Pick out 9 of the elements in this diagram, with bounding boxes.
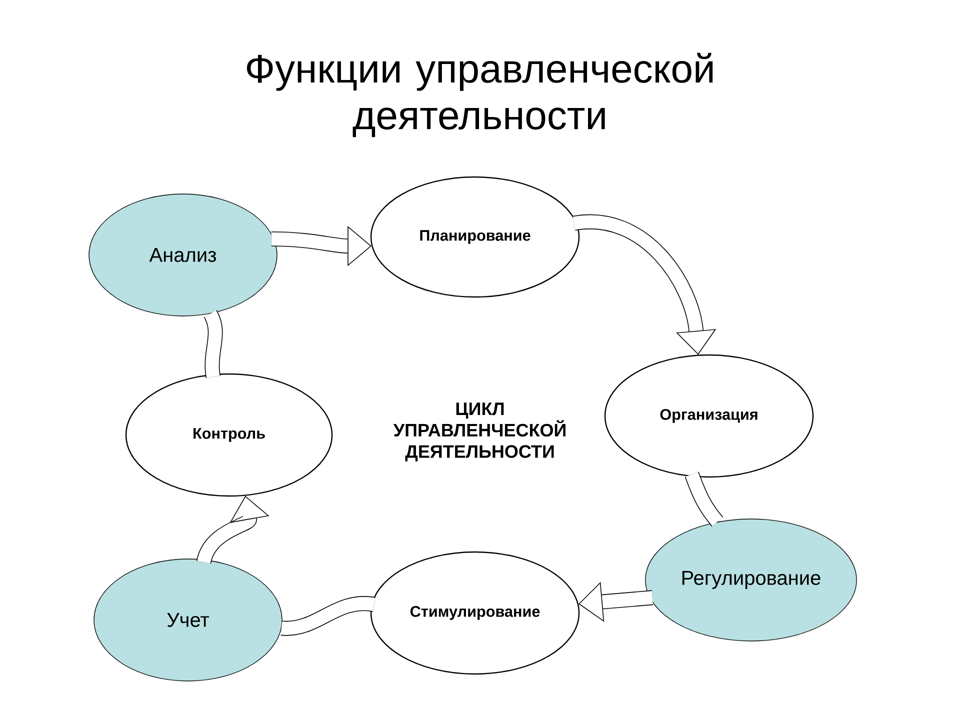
center-label: ЦИКЛ УПРАВЛЕНЧЕСКОЙ ДЕЯТЕЛЬНОСТИ	[393, 402, 566, 462]
ellipse-node: Планирование	[370, 176, 580, 298]
ellipse-node: Учет	[94, 558, 282, 682]
ellipse-node: Контроль	[125, 373, 333, 497]
ellipse-node: Анализ	[88, 194, 278, 316]
ellipse-node: Стимулирование	[370, 551, 580, 675]
ellipse-node: Регулирование	[645, 518, 857, 642]
ellipse-node: Организация	[604, 354, 814, 478]
title: Функции управленческой деятельности	[246, 52, 713, 138]
